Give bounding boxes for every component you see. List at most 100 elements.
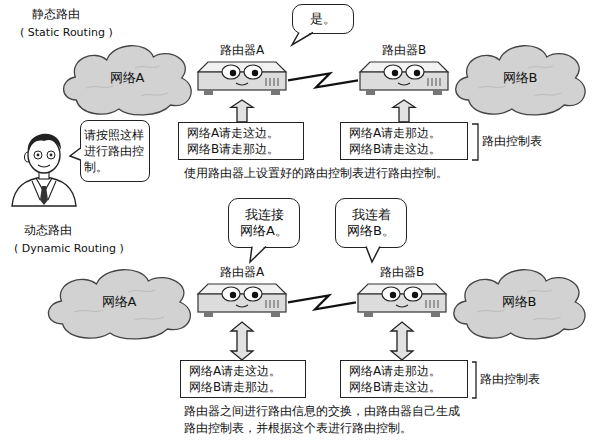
table-row: 网络A请走这边。 <box>189 363 297 379</box>
router-label: 路由器B <box>348 42 460 58</box>
router-eye <box>222 65 240 79</box>
person-eye <box>50 154 53 157</box>
router-eye <box>404 287 422 301</box>
router-eye <box>244 65 262 79</box>
speech-bubble: 是。 <box>292 4 354 34</box>
table-label: 路由控制表 <box>480 371 540 388</box>
router-top <box>198 62 286 72</box>
bracket <box>472 124 478 160</box>
node-text: 请按照这样进行路由控制。 <box>84 127 146 175</box>
block-arrow <box>393 100 415 122</box>
speech-bubble: 请按照这样进行路由控制。 <box>80 120 150 182</box>
router-ports <box>266 300 278 308</box>
router-top <box>198 284 286 294</box>
network-cloud: 网络B <box>448 38 592 118</box>
bubble-tail <box>366 247 380 263</box>
block-arrow <box>391 322 413 360</box>
router-node: 路由器B <box>356 264 448 322</box>
router-foot <box>364 312 373 317</box>
router-eye <box>384 65 402 79</box>
router-front <box>358 294 446 312</box>
table-row: 网络B请走这边。 <box>349 379 459 395</box>
router-foot <box>271 90 280 95</box>
router-ports <box>428 78 440 86</box>
block-arrow <box>231 322 253 360</box>
person-glasses <box>47 151 55 159</box>
person-neck <box>39 170 49 179</box>
bracket <box>472 362 476 398</box>
routing-table: 网络A请走这边。网络B请走那边。 <box>180 360 306 398</box>
serial-link <box>288 295 356 309</box>
node-text: 网络B <box>446 262 592 342</box>
routing-table: 网络A请走这边。网络B请走那边。 <box>178 122 304 160</box>
router-pupil <box>392 70 398 76</box>
router-top <box>360 62 448 72</box>
router-foot <box>271 312 280 317</box>
router-eye <box>406 65 424 79</box>
routing-table: 网络A请走那边。网络B请走这边。 <box>340 122 468 160</box>
router-foot <box>366 90 375 95</box>
router-node: 路由器A <box>196 264 288 322</box>
router-label: 路由器A <box>186 264 298 280</box>
router-pupil <box>390 292 396 298</box>
bubble-tail <box>70 148 82 160</box>
section-subtitle: ( Dynamic Routing ) <box>14 240 124 257</box>
bubble-tail <box>250 245 266 262</box>
router-eye <box>222 287 240 301</box>
person-hair <box>28 134 61 152</box>
bubble-tail <box>292 33 313 46</box>
router-node: 路由器A <box>196 42 288 100</box>
router-pupil <box>230 70 236 76</box>
table-row: 网络A请走那边。 <box>349 363 459 379</box>
router-pupil <box>414 70 420 76</box>
router-front <box>198 294 286 312</box>
serial-link <box>288 73 358 87</box>
table-row: 网络B请走那边。 <box>187 141 295 157</box>
router-node: 路由器B <box>358 42 450 100</box>
router-ports <box>266 78 278 86</box>
node-text: 我连接网络A。 <box>239 207 289 239</box>
router-foot <box>204 312 213 317</box>
router-pupil <box>230 292 236 298</box>
bubble-tail <box>292 31 313 45</box>
table-label: 路由控制表 <box>482 133 542 150</box>
router-top <box>358 284 446 294</box>
table-row: 网络A请走那边。 <box>349 125 459 141</box>
router-eye <box>244 287 262 301</box>
section-title: 动态路由 <box>24 222 72 239</box>
router-foot <box>433 90 442 95</box>
router-front <box>198 72 286 90</box>
node-text: 是。 <box>310 11 336 27</box>
node-text: 我连着网络B。 <box>346 207 396 239</box>
person-lapel <box>32 181 56 200</box>
bubble-tail <box>366 245 380 262</box>
router-mouth <box>396 305 408 307</box>
routing-table: 网络A请走那边。网络B请走这边。 <box>340 360 468 398</box>
note-text: 路由器之间进行路由信息的交换，由路由器自己生成路由控制表，并根据这个表进行路由控… <box>184 403 464 437</box>
bubble-tail <box>250 247 266 263</box>
person-ear <box>25 152 32 162</box>
node-text: 网络A <box>56 38 198 118</box>
router-pupil <box>252 292 258 298</box>
node-text: 网络A <box>40 262 198 342</box>
router-eye <box>382 287 400 301</box>
table-row: 网络B请走那边。 <box>189 379 297 395</box>
router-label: 路由器B <box>346 264 458 280</box>
speech-bubble: 我连接网络A。 <box>228 198 300 248</box>
speech-bubble: 我连着网络B。 <box>335 198 407 248</box>
person-tie <box>40 186 48 205</box>
person-body <box>12 177 76 206</box>
router-mouth <box>236 305 248 307</box>
table-row: 网络B请走这边。 <box>349 141 459 157</box>
node-text: 网络B <box>448 38 592 118</box>
bubble-tail <box>70 148 81 160</box>
note-text: 使用路由器上设置好的路由控制表进行路由控制。 <box>184 165 448 182</box>
router-foot <box>431 312 440 317</box>
section-subtitle: ( Static Routing ) <box>20 24 113 41</box>
network-cloud: 网络B <box>446 262 592 342</box>
person-glasses <box>34 151 42 159</box>
person-collar <box>36 178 52 192</box>
router-ports <box>426 300 438 308</box>
